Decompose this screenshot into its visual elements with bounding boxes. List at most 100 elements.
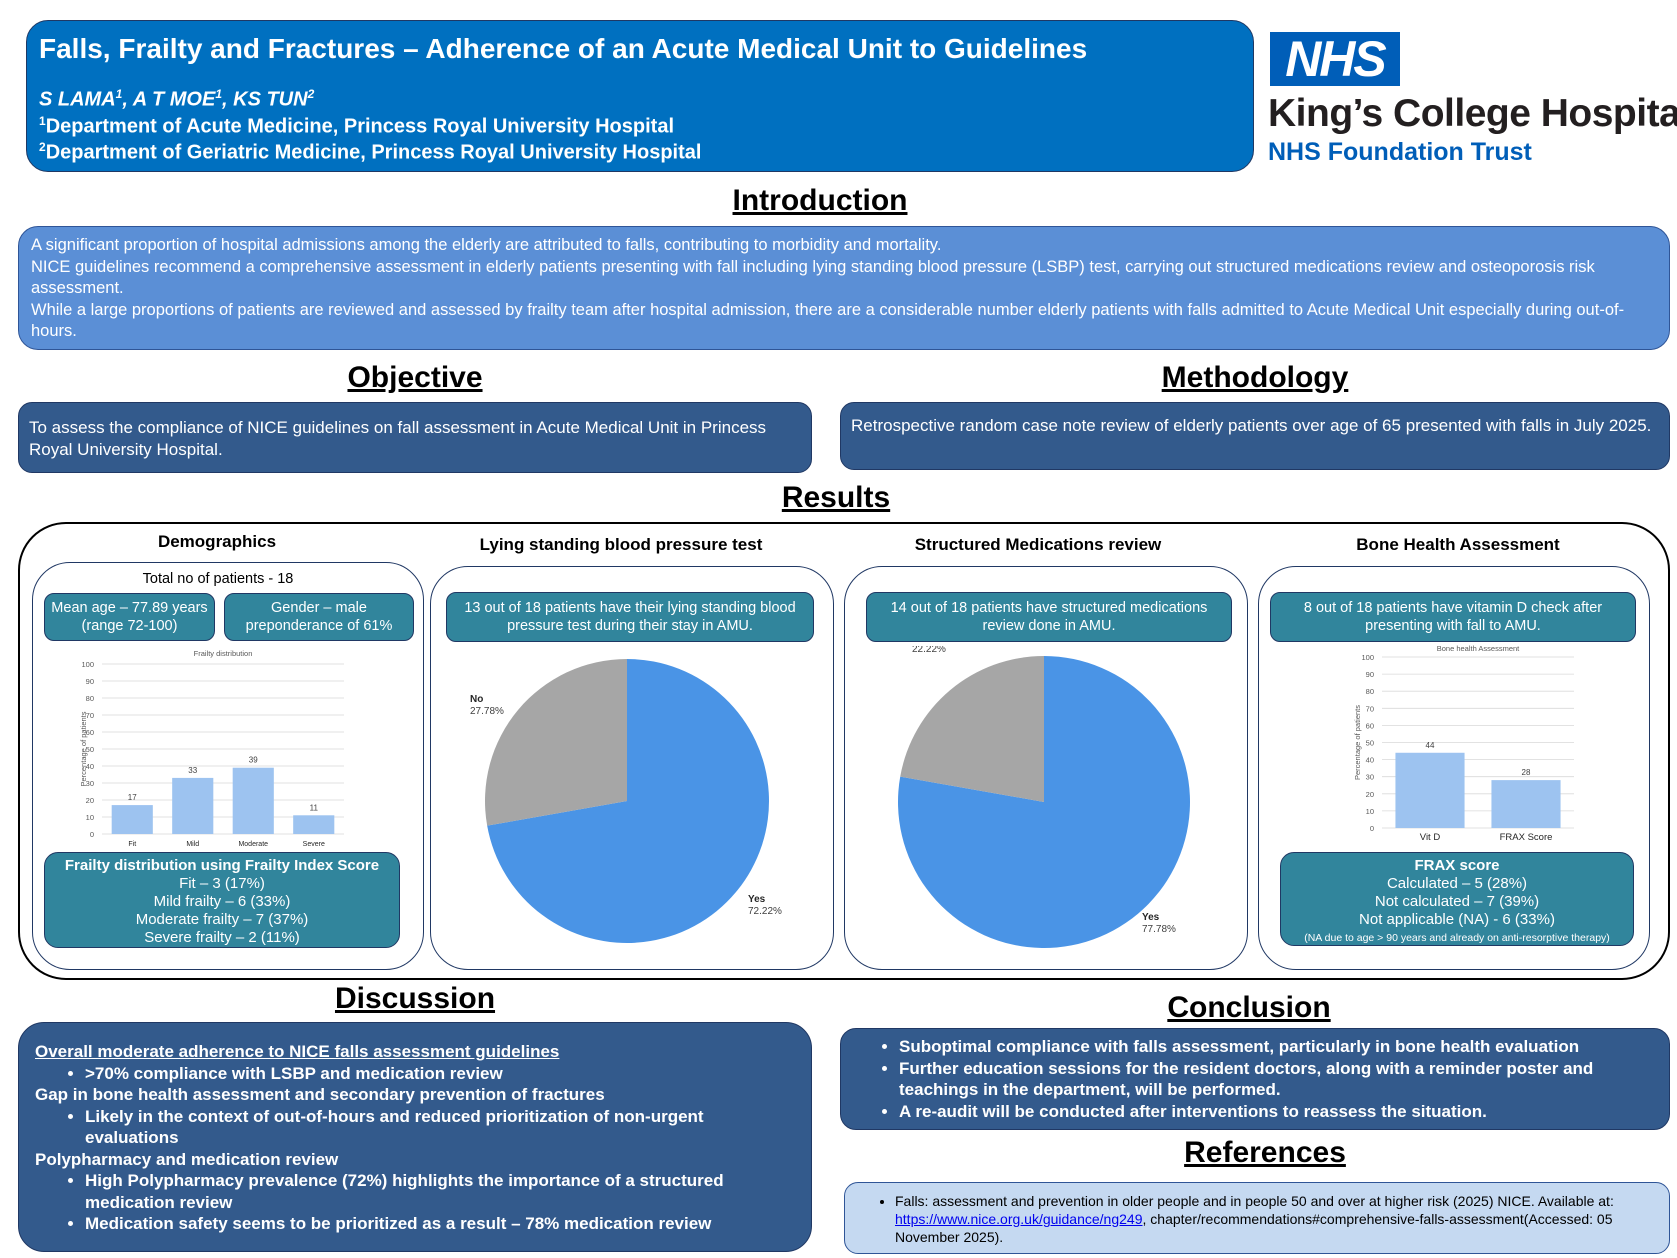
discussion-item: High Polypharmacy prevalence (72%) highl… xyxy=(85,1170,795,1213)
x-tick-label: Mild xyxy=(186,841,199,848)
bar-data-label: 33 xyxy=(188,766,197,775)
y-tick-label: 80 xyxy=(1366,687,1374,696)
y-tick-label: 0 xyxy=(1370,824,1374,833)
author-3: , KS TUN xyxy=(222,88,308,111)
bone-heading: Bone Health Assessment xyxy=(1356,535,1560,554)
author-1-sup: 1 xyxy=(115,87,123,101)
title-banner: Falls, Frailty and Fractures – Adherence… xyxy=(26,20,1254,172)
bone-summary-box: 8 out of 18 patients have vitamin D chec… xyxy=(1270,592,1636,642)
y-tick-label: 40 xyxy=(1366,756,1374,765)
author-2: , A T MOE xyxy=(122,88,216,111)
frailty-item: Moderate frailty – 7 (37%) xyxy=(135,911,309,928)
y-tick-label: 70 xyxy=(86,711,94,720)
bar xyxy=(293,815,335,834)
lsbp-summary-text: 13 out of 18 patients have their lying s… xyxy=(464,600,796,634)
affiliation-1-sup: 1 xyxy=(39,113,46,128)
discussion-item: Medication safety seems to be prioritize… xyxy=(85,1213,795,1235)
frailty-item: Severe frailty – 2 (11%) xyxy=(144,929,300,946)
pie-slice xyxy=(900,656,1044,802)
discussion-list: >70% compliance with LSBP and medication… xyxy=(35,1063,795,1085)
y-tick-label: 20 xyxy=(1366,790,1374,799)
discussion-point: Polypharmacy and medication review xyxy=(35,1149,339,1169)
y-tick-label: 80 xyxy=(86,694,94,703)
reference-link[interactable]: https://www.nice.org.uk/guidance/ng249 xyxy=(895,1211,1143,1227)
conclusion-item: A re-audit will be conducted after inter… xyxy=(899,1101,1657,1123)
pie-category-label: No xyxy=(470,694,483,705)
results-frame xyxy=(18,522,1670,980)
bar-data-label: 44 xyxy=(1426,741,1435,750)
affiliation-1: 1Department of Acute Medicine, Princess … xyxy=(39,114,1253,139)
conclusion-item: Further education sessions for the resid… xyxy=(899,1058,1657,1101)
bar xyxy=(111,805,153,834)
meds-summary-text: 14 out of 18 patients have structured me… xyxy=(890,600,1208,634)
frailty-item: Mild frailty – 6 (33%) xyxy=(153,893,291,910)
intro-paragraph: A significant proportion of hospital adm… xyxy=(31,236,942,254)
frax-box: FRAX score Calculated – 5 (28%) Not calc… xyxy=(1280,852,1634,946)
y-axis-label: Percentage of patients xyxy=(79,711,88,786)
bar-data-label: 17 xyxy=(128,793,137,802)
bar-data-label: 28 xyxy=(1522,768,1531,777)
gender-text: Gender – male preponderance of 61% xyxy=(245,600,393,634)
conclusion-heading: Conclusion xyxy=(1167,991,1331,1024)
bone-summary-text: 8 out of 18 patients have vitamin D chec… xyxy=(1303,600,1603,634)
bar xyxy=(1491,780,1561,828)
reference-text: Falls: assessment and prevention in olde… xyxy=(895,1193,1614,1209)
mean-age-text: Mean age – 77.89 years (range 72-100) xyxy=(51,600,208,634)
y-tick-label: 20 xyxy=(86,796,94,805)
frax-item: Not applicable (NA) - 6 (33%) xyxy=(1359,911,1555,928)
frax-title: FRAX score xyxy=(1414,857,1500,874)
conclusion-box: Suboptimal compliance with falls assessm… xyxy=(840,1028,1670,1130)
x-tick-label: Severe xyxy=(303,841,325,848)
bar xyxy=(232,767,274,834)
y-tick-label: 30 xyxy=(1366,773,1374,782)
frax-item: Calculated – 5 (28%) xyxy=(1386,875,1528,892)
total-patients: Total no of patients - 18 xyxy=(142,571,294,587)
pie-slice xyxy=(485,659,627,826)
frax-note: (NA due to age > 90 years and already on… xyxy=(1304,932,1610,944)
intro-paragraph: NICE guidelines recommend a comprehensiv… xyxy=(31,257,1595,298)
y-tick-label: 60 xyxy=(1366,721,1374,730)
author-1: S LAMA xyxy=(39,88,116,111)
y-tick-label: 0 xyxy=(90,830,94,839)
mean-age-box: Mean age – 77.89 years (range 72-100) xyxy=(44,593,215,641)
hospital-name: King’s College Hospital xyxy=(1268,92,1677,135)
methodology-heading: Methodology xyxy=(1161,361,1349,394)
chart-title: Bone health Assessment xyxy=(1437,644,1520,653)
references-heading: References xyxy=(1184,1136,1346,1169)
objective-text: To assess the compliance of NICE guideli… xyxy=(29,418,767,459)
affiliation-1-text: Department of Acute Medicine, Princess R… xyxy=(45,115,675,138)
meds-heading: Structured Medications review xyxy=(914,535,1162,554)
bar-data-label: 39 xyxy=(249,756,258,765)
authors: S LAMA1, A T MOE1, KS TUN2 xyxy=(39,87,1253,112)
x-tick-label: Fit xyxy=(128,841,136,848)
discussion-item: >70% compliance with LSBP and medication… xyxy=(85,1063,795,1085)
conclusion-list: Suboptimal compliance with falls assessm… xyxy=(853,1036,1657,1122)
y-tick-label: 100 xyxy=(1361,653,1374,662)
reference-text-end: , chapter/recommendations#comprehensive-… xyxy=(895,1211,1613,1245)
pie-category-label: Yes xyxy=(748,894,766,905)
y-tick-label: 60 xyxy=(86,728,94,737)
chart-title: Frailty distribution xyxy=(194,649,253,658)
pie-value-label: 72.22% xyxy=(748,906,782,917)
methodology-text: Retrospective random case note review of… xyxy=(851,416,1652,435)
intro-paragraph: While a large proportions of patients ar… xyxy=(31,300,1625,341)
x-tick-label: Moderate xyxy=(238,841,268,848)
y-tick-label: 50 xyxy=(1366,739,1374,748)
frailty-summary-title: Frailty distribution using Frailty Index… xyxy=(64,857,380,874)
methodology-box: Retrospective random case note review of… xyxy=(840,402,1670,470)
lsbp-heading: Lying standing blood pressure test xyxy=(479,535,763,554)
x-tick-label: Vit D xyxy=(1420,832,1441,843)
y-tick-label: 100 xyxy=(81,660,94,669)
author-2-sup: 1 xyxy=(215,87,223,101)
pie-category-label: Yes xyxy=(1142,912,1160,923)
y-tick-label: 10 xyxy=(1366,807,1374,816)
frax-item: Not calculated – 7 (39%) xyxy=(1374,893,1540,910)
y-tick-label: 90 xyxy=(1366,670,1374,679)
references-box: Falls: assessment and prevention in olde… xyxy=(844,1182,1670,1254)
y-axis-label: Percentage of patients xyxy=(1353,705,1362,780)
x-tick-label: FRAX Score xyxy=(1500,832,1553,843)
demographics-heading: Demographics xyxy=(157,532,277,551)
